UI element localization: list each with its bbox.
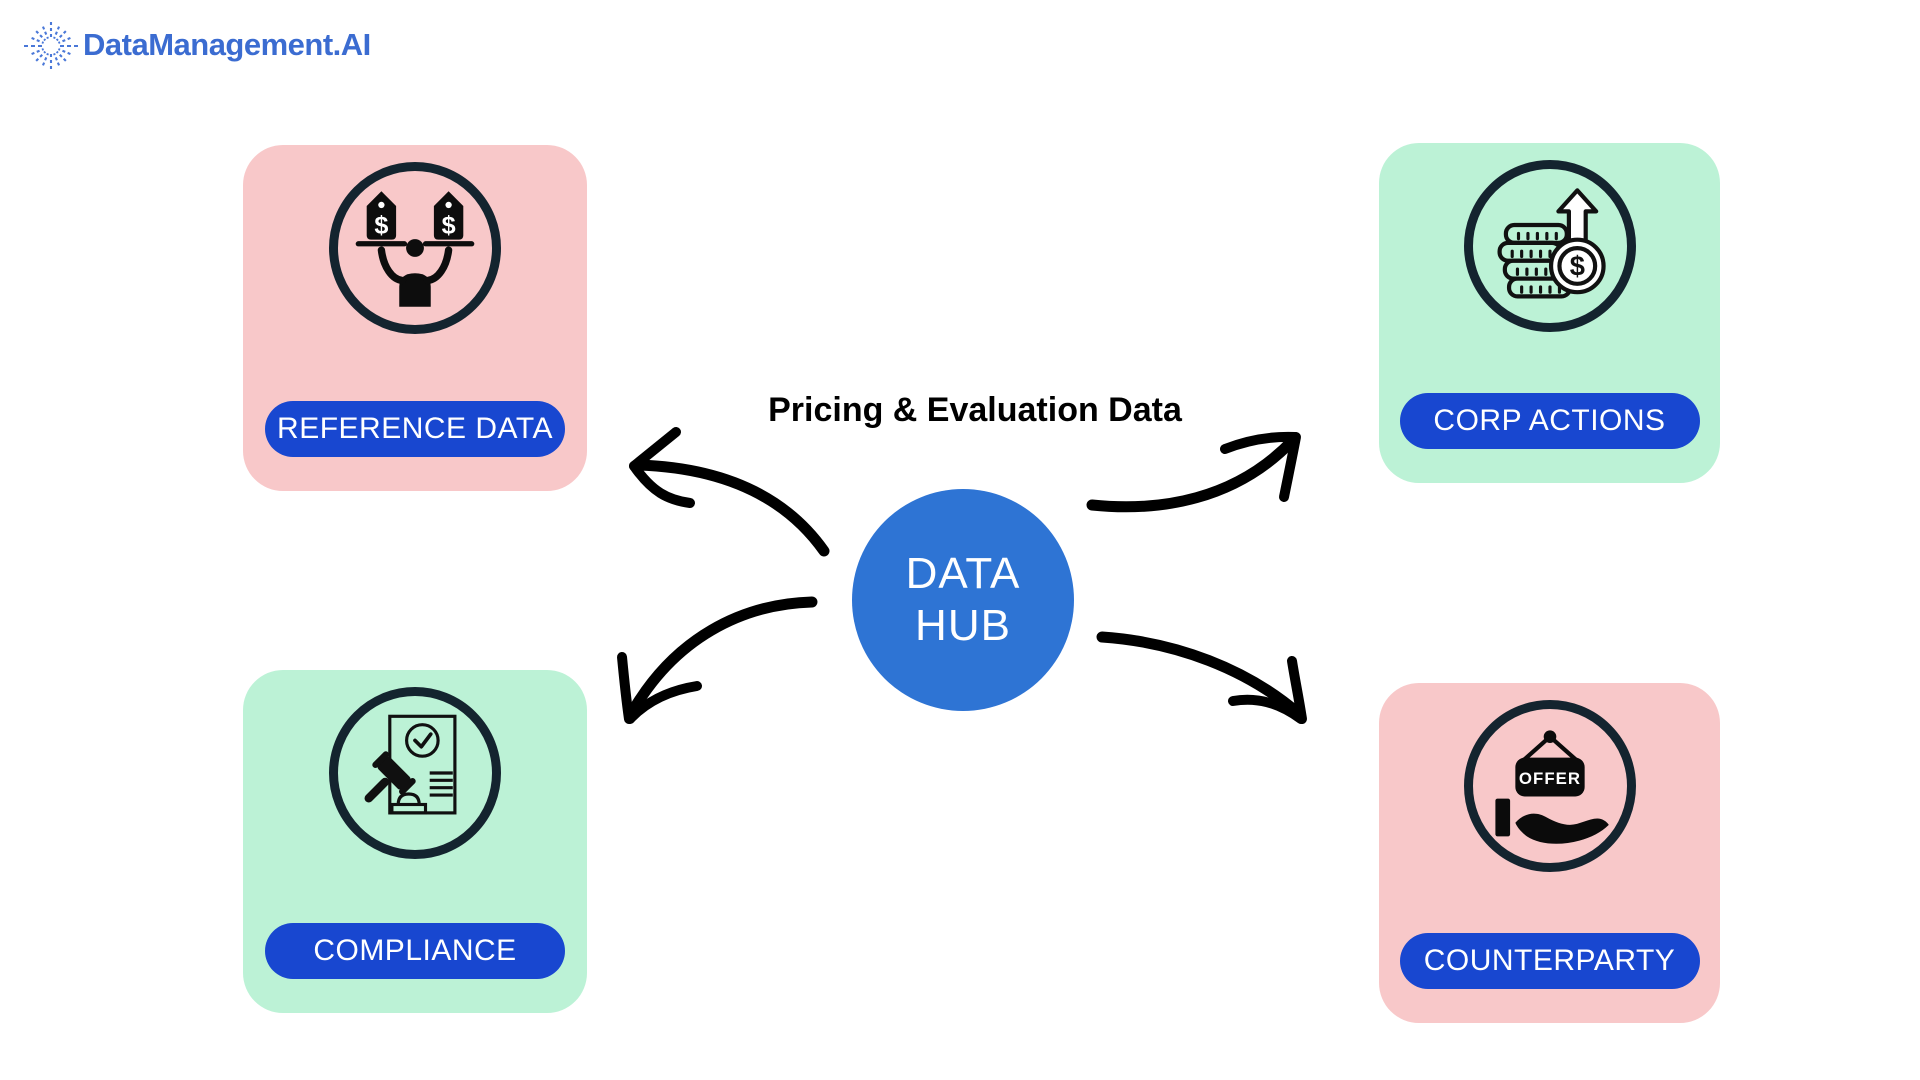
- gavel-document-icon: [364, 714, 457, 815]
- svg-text:$: $: [1569, 250, 1584, 281]
- offer-hand-icon: OFFER: [1494, 730, 1609, 844]
- arrow-to-reference-data: [629, 427, 830, 557]
- hub-line1: DATA: [905, 549, 1021, 598]
- arrow-to-counterparty: [1096, 631, 1307, 724]
- starburst-icon: [24, 22, 78, 70]
- svg-text:$: $: [442, 211, 456, 239]
- diagram-title: Pricing & Evaluation Data: [768, 391, 1182, 429]
- svg-text:OFFER: OFFER: [1518, 769, 1580, 788]
- card-corp-actions: $ CORP ACTIONS: [1379, 143, 1720, 483]
- data-hub-node: DATA HUB: [852, 489, 1074, 711]
- brand-logo: DataManagement.AI: [22, 16, 371, 74]
- arrow-to-compliance: [617, 596, 818, 724]
- corp-actions-icon-ring: $: [1463, 160, 1636, 332]
- reference-data-icon-ring: $ $: [329, 162, 501, 334]
- arrow-to-corp-actions: [1086, 431, 1301, 513]
- reference-data-label: REFERENCE DATA: [265, 401, 565, 457]
- coin-stack-rise-icon: $: [1497, 188, 1606, 299]
- card-compliance: COMPLIANCE: [243, 670, 587, 1013]
- counterparty-icon-ring: OFFER: [1463, 700, 1636, 872]
- card-reference-data: $ $ REFERENCE DATA: [243, 145, 587, 491]
- price-tags-balance-icon: $ $: [355, 191, 475, 307]
- compliance-icon-ring: [329, 687, 501, 859]
- compliance-label: COMPLIANCE: [265, 923, 565, 979]
- hub-line2: HUB: [915, 601, 1011, 650]
- counterparty-label: COUNTERPARTY: [1399, 933, 1700, 989]
- card-counterparty: OFFER COUNTERPARTY: [1379, 683, 1720, 1023]
- brand-name: DataManagement.AI: [83, 27, 371, 62]
- svg-text:$: $: [374, 211, 388, 239]
- corp-actions-label: CORP ACTIONS: [1399, 393, 1700, 449]
